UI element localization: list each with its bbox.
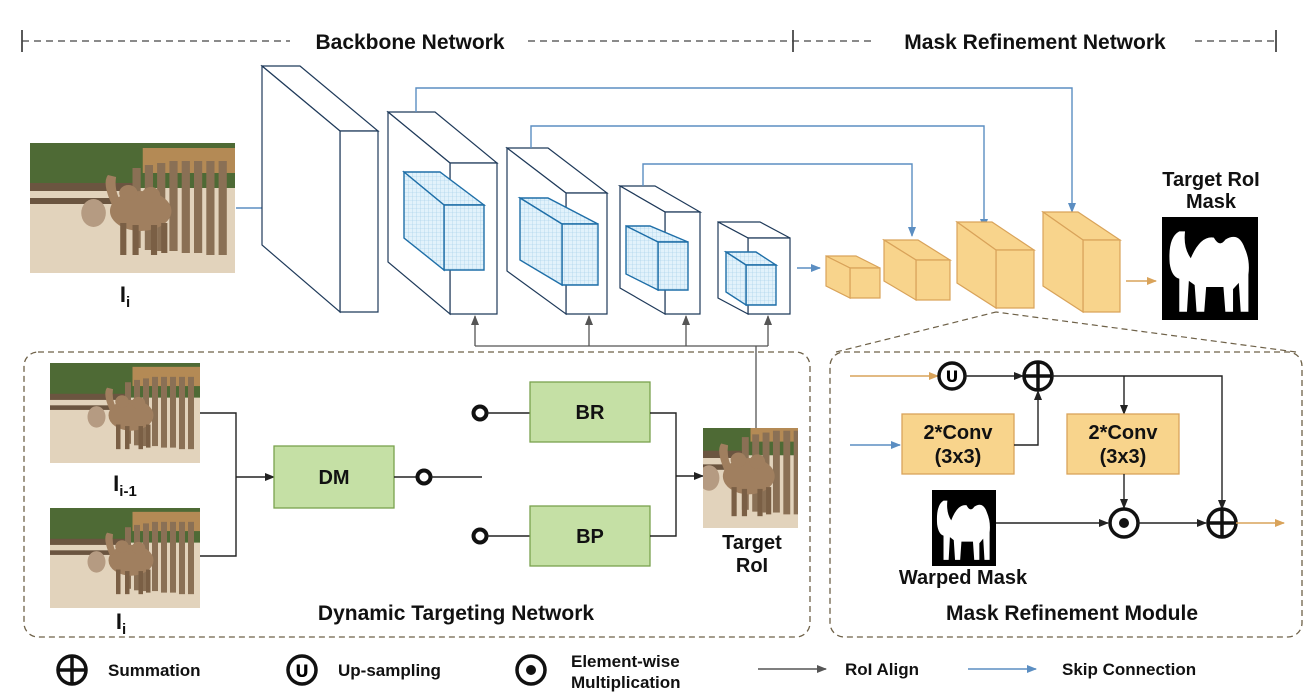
- legend-roi-align-label: RoI Align: [845, 660, 919, 679]
- backbone-cube-5: [723, 250, 779, 307]
- backbone-network-title: Backbone Network: [315, 31, 504, 54]
- refine-cube-2: [881, 238, 953, 302]
- target-roi-label-2: RoI: [736, 555, 768, 577]
- bp-label: BP: [576, 526, 604, 548]
- refine-cube-4: [1041, 210, 1122, 314]
- switch-node-bp: [471, 527, 489, 545]
- br-bp-merge: [650, 412, 704, 537]
- upsample-node-label: U: [946, 367, 959, 386]
- input-frame-current-image: [30, 143, 235, 273]
- legend-elementwise-dot: [526, 665, 536, 675]
- br-label: BR: [576, 402, 605, 424]
- frame-i-1-label: Ii-1: [113, 471, 137, 500]
- mask-refinement-module-panel: [829, 351, 1303, 638]
- conv-b-line1: 2*Conv: [1089, 422, 1159, 444]
- dm-block: [273, 445, 395, 509]
- target-roi-image: [703, 428, 798, 528]
- legend-summation-label: Summation: [108, 661, 201, 680]
- legend-skip-label: Skip Connection: [1062, 660, 1196, 679]
- mask-refinement-module-title: Mask Refinement Module: [946, 602, 1198, 625]
- target-roi-label: Target: [722, 532, 782, 554]
- skip-connections: [415, 87, 1076, 272]
- dtn-input-lines: [200, 412, 275, 557]
- conv-a-line1: 2*Conv: [924, 422, 994, 444]
- legend-upsampling-icon-label: U: [295, 662, 309, 682]
- sum1-to-sum2: [1206, 375, 1226, 510]
- switch-node-br: [471, 404, 489, 422]
- zoom-line-right: [995, 311, 1297, 353]
- frame-i-label: Ii: [120, 282, 130, 311]
- elementwise-node-dot: [1119, 518, 1129, 528]
- legend-elementwise-label-2: Multiplication: [571, 673, 681, 692]
- frame-prev-image: [50, 363, 200, 463]
- warped-mask-image: [932, 490, 996, 566]
- zoom-line-left: [835, 311, 997, 353]
- backbone-cube-3: [517, 196, 599, 287]
- frame-i-label-small: Ii: [116, 609, 126, 638]
- target-roi-mask-image: [1162, 217, 1258, 320]
- roi-align-connections: [471, 315, 772, 428]
- dynamic-targeting-title: Dynamic Targeting Network: [318, 602, 594, 625]
- legend-upsampling-label: Up-sampling: [338, 661, 441, 680]
- header-bar: [21, 30, 1277, 52]
- bp-block: [529, 505, 651, 567]
- refine-cube-1: [825, 255, 881, 299]
- refine-cube-3: [955, 220, 1036, 310]
- backbone-slab-1: [260, 64, 380, 314]
- target-roi-mask-label-2: Mask: [1186, 191, 1237, 213]
- mask-refinement-network-title: Mask Refinement Network: [904, 31, 1166, 54]
- legend-elementwise-label-1: Element-wise: [571, 652, 680, 671]
- conv-a-to-sum: [1014, 390, 1042, 446]
- warped-mask-label: Warped Mask: [899, 567, 1028, 589]
- target-roi-mask-label: Target RoI: [1162, 169, 1259, 191]
- backbone-cube-2: [402, 170, 487, 272]
- br-block: [529, 381, 651, 443]
- dm-label: DM: [318, 467, 349, 489]
- conv-block-a: [901, 413, 1015, 475]
- conv-block-b: [1066, 413, 1180, 475]
- switch-node-dm: [415, 468, 433, 486]
- backbone-cube-4: [625, 224, 689, 292]
- legend: Summation U Up-sampling Element-wise Mul…: [56, 652, 1196, 692]
- conv-a-line2: (3x3): [935, 446, 982, 468]
- frame-current-image-small: [50, 508, 200, 608]
- legend-upsampling-icon: [286, 654, 318, 686]
- conv-b-line2: (3x3): [1100, 446, 1147, 468]
